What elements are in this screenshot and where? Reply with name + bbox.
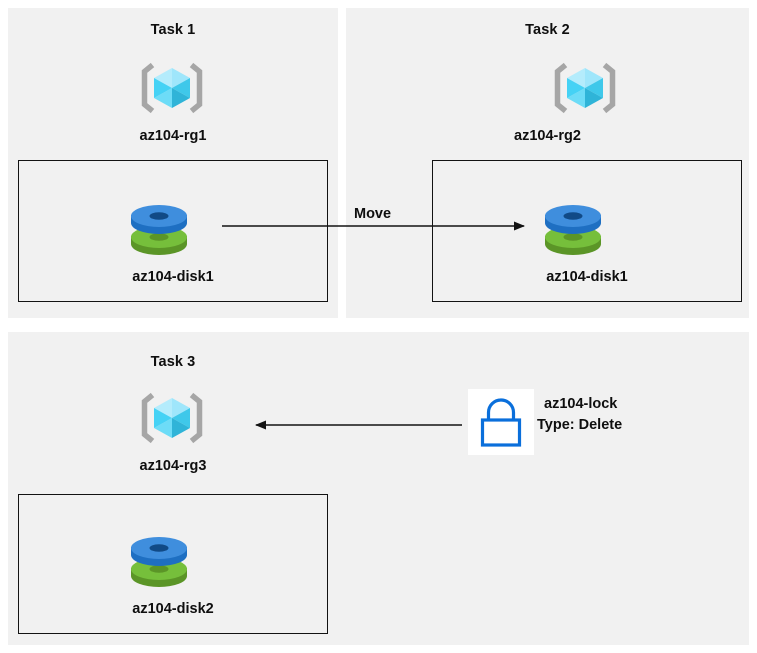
- resource-box-task-3: az104-disk2: [18, 494, 328, 634]
- disk-label-task-1: az104-disk1: [132, 269, 214, 285]
- resource-box-task-2: az104-disk1: [432, 160, 742, 302]
- disk-label-task-2: az104-disk1: [546, 269, 628, 285]
- panel-task-1: Task 1 az104-rg1: [8, 8, 338, 318]
- task-1-title: Task 1: [150, 22, 196, 38]
- task-3-title: Task 3: [150, 354, 196, 370]
- resource-group-icon: [552, 60, 618, 116]
- lock-type-label: Type: Delete: [537, 417, 623, 433]
- move-arrow-label: Move: [354, 206, 392, 222]
- managed-disk-icon: [541, 199, 605, 261]
- resource-group-label-rg1: az104-rg1: [139, 128, 207, 144]
- managed-disk-icon: [127, 199, 191, 261]
- move-arrow: [222, 221, 525, 231]
- resource-group-icon: [139, 60, 205, 116]
- panel-task-2: Task 2 az104-rg2: [346, 8, 749, 318]
- lock-icon: [480, 398, 522, 447]
- resource-group-label-rg2: az104-rg2: [514, 128, 581, 144]
- lock-icon-card: [468, 389, 534, 455]
- managed-disk-icon: [127, 531, 191, 593]
- resource-group-label-rg3: az104-rg3: [139, 458, 207, 474]
- lock-name-label: az104-lock: [544, 396, 618, 412]
- panel-task-3: Task 3 az104-rg3: [8, 332, 749, 645]
- resource-group-icon: [139, 390, 205, 446]
- task-2-title: Task 2: [525, 22, 570, 38]
- resource-box-task-1: az104-disk1: [18, 160, 328, 302]
- lock-apply-arrow: [255, 420, 462, 430]
- disk-label-task-3: az104-disk2: [132, 601, 214, 617]
